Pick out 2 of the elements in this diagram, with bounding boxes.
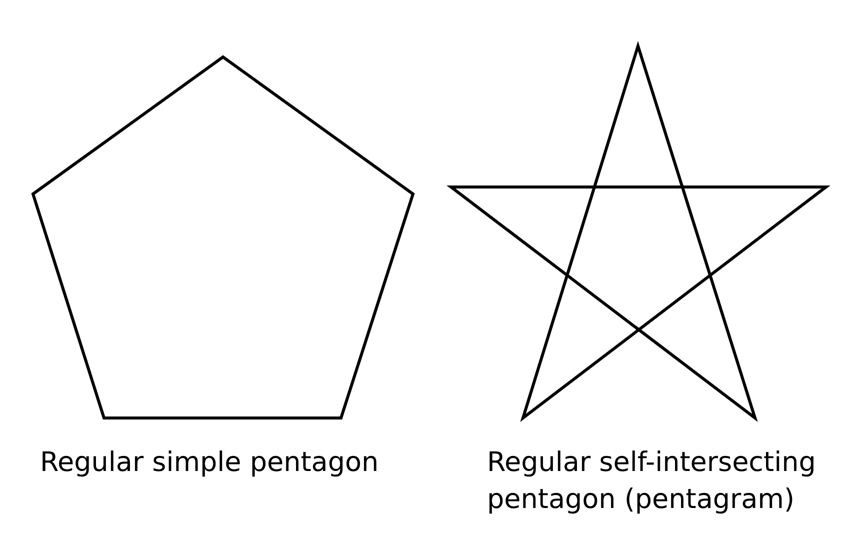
shape-caption: Regular simple pentagon — [40, 446, 380, 480]
shape-caption: Regular self-intersecting pentagon (pentagram) — [487, 446, 817, 517]
